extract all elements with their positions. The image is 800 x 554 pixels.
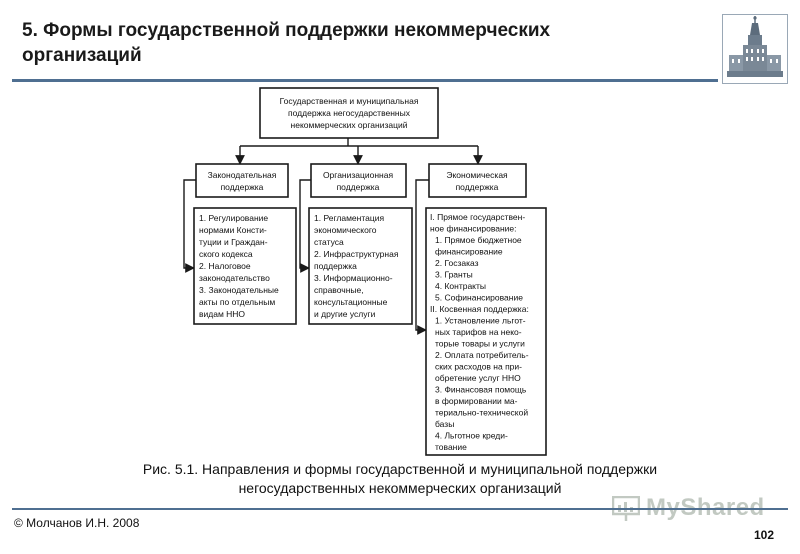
node-item-line: в формировании ма- — [435, 396, 518, 406]
node-item-line: териально-технической — [435, 408, 528, 418]
node-item-line: справочные, — [314, 285, 364, 295]
root-line: Государственная и муниципальная — [280, 96, 419, 106]
node-header-line: Законодательная — [208, 170, 277, 180]
node-item-line: 1. Регулирование — [199, 213, 268, 223]
node-item-line: ских расходов на при- — [435, 362, 522, 372]
diagram-node-economic-header: Экономическая поддержка — [428, 163, 527, 198]
slide-title: 5. Формы государственной поддержки неком… — [22, 18, 682, 68]
node-item-line: и другие услуги — [314, 309, 376, 319]
node-item-line: статуса — [314, 237, 344, 247]
node-item-line: 2. Налоговое — [199, 261, 251, 271]
diagram-connectors — [183, 138, 483, 335]
root-line: некоммерческих организаций — [291, 120, 408, 130]
watermark: MyShared — [612, 492, 772, 526]
node-item-line: туции и Граждан- — [199, 237, 268, 247]
figure-caption-line1: Рис. 5.1. Направления и формы государств… — [142, 461, 658, 477]
node-header-line: Организационная — [323, 170, 394, 180]
diagram-node-economic-items: I. Прямое государствен- ное финансирован… — [425, 207, 547, 456]
node-item-line: 1. Прямое бюджетное — [435, 235, 522, 245]
node-item-line: II. Косвенная поддержка: — [430, 304, 529, 314]
node-item-line: экономического — [314, 225, 377, 235]
node-item-line: 1. Регламентация — [314, 213, 384, 223]
node-item-line: нормами Консти- — [199, 225, 267, 235]
node-item-line: консультационные — [314, 297, 388, 307]
node-item-line: 3. Финансовая помощь — [435, 385, 527, 395]
node-item-line: финансирование — [435, 247, 503, 257]
node-item-line: 2. Госзаказ — [435, 258, 479, 268]
figure-caption: Рис. 5.1. Направления и формы государств… — [60, 460, 740, 498]
node-item-line: 3. Информационно- — [314, 273, 393, 283]
diagram-node-organizational-items: 1. Регламентация экономического статуса … — [308, 207, 413, 325]
node-item-line: ное финансирование: — [430, 224, 517, 234]
node-item-line: I. Прямое государствен- — [430, 212, 525, 222]
node-header-line: поддержка — [456, 182, 499, 192]
node-item-line: 2. Оплата потребитель- — [435, 350, 529, 360]
node-header-line: Экономическая — [446, 170, 508, 180]
footer-author: © Молчанов И.Н. 2008 — [14, 516, 140, 530]
footer-divider — [12, 508, 788, 510]
figure-caption-line2: негосударственных некоммерческих организ… — [238, 480, 562, 496]
node-item-line: ского кодекса — [199, 249, 253, 259]
slide-title-line2: организаций — [22, 45, 142, 66]
node-item-line: 2. Инфраструктурная — [314, 249, 399, 259]
node-header-line: поддержка — [221, 182, 264, 192]
diagram-node-legislative-items: 1. Регулирование нормами Консти- туции и… — [193, 207, 297, 325]
node-item-line: тование — [435, 442, 467, 452]
diagram-node-organizational-header: Организационная поддержка — [310, 163, 407, 198]
node-item-line: 1. Установление льгот- — [435, 316, 526, 326]
page-number: 102 — [753, 528, 774, 542]
diagram-root-node: Государственная и муниципальная поддержк… — [259, 87, 439, 139]
node-item-line: акты по отдельным — [199, 297, 275, 307]
node-item-line: базы — [435, 419, 454, 429]
diagram-node-legislative-header: Законодательная поддержка — [195, 163, 289, 198]
node-item-line: 5. Софинансирование — [435, 293, 523, 303]
title-divider — [12, 79, 718, 82]
node-item-line: обретение услуг ННО — [435, 373, 521, 383]
root-line: поддержка негосударственных — [288, 108, 411, 118]
university-logo — [722, 14, 788, 84]
node-item-line: видам ННО — [199, 309, 245, 319]
node-item-line: законодательство — [199, 273, 270, 283]
node-item-line: 4. Льготное креди- — [435, 431, 508, 441]
slide-title-line1: 5. Формы государственной поддержки неком… — [22, 20, 551, 41]
node-item-line: торые товары и услуги — [435, 339, 525, 349]
node-item-line: поддержка — [314, 261, 357, 271]
node-item-line: 3. Гранты — [435, 270, 473, 280]
node-header-line: поддержка — [337, 182, 380, 192]
watermark-text: MyShared — [646, 494, 765, 521]
node-item-line: 3. Законодательные — [199, 285, 279, 295]
node-item-line: 4. Контракты — [435, 281, 486, 291]
node-item-line: ных тарифов на неко- — [435, 327, 522, 337]
